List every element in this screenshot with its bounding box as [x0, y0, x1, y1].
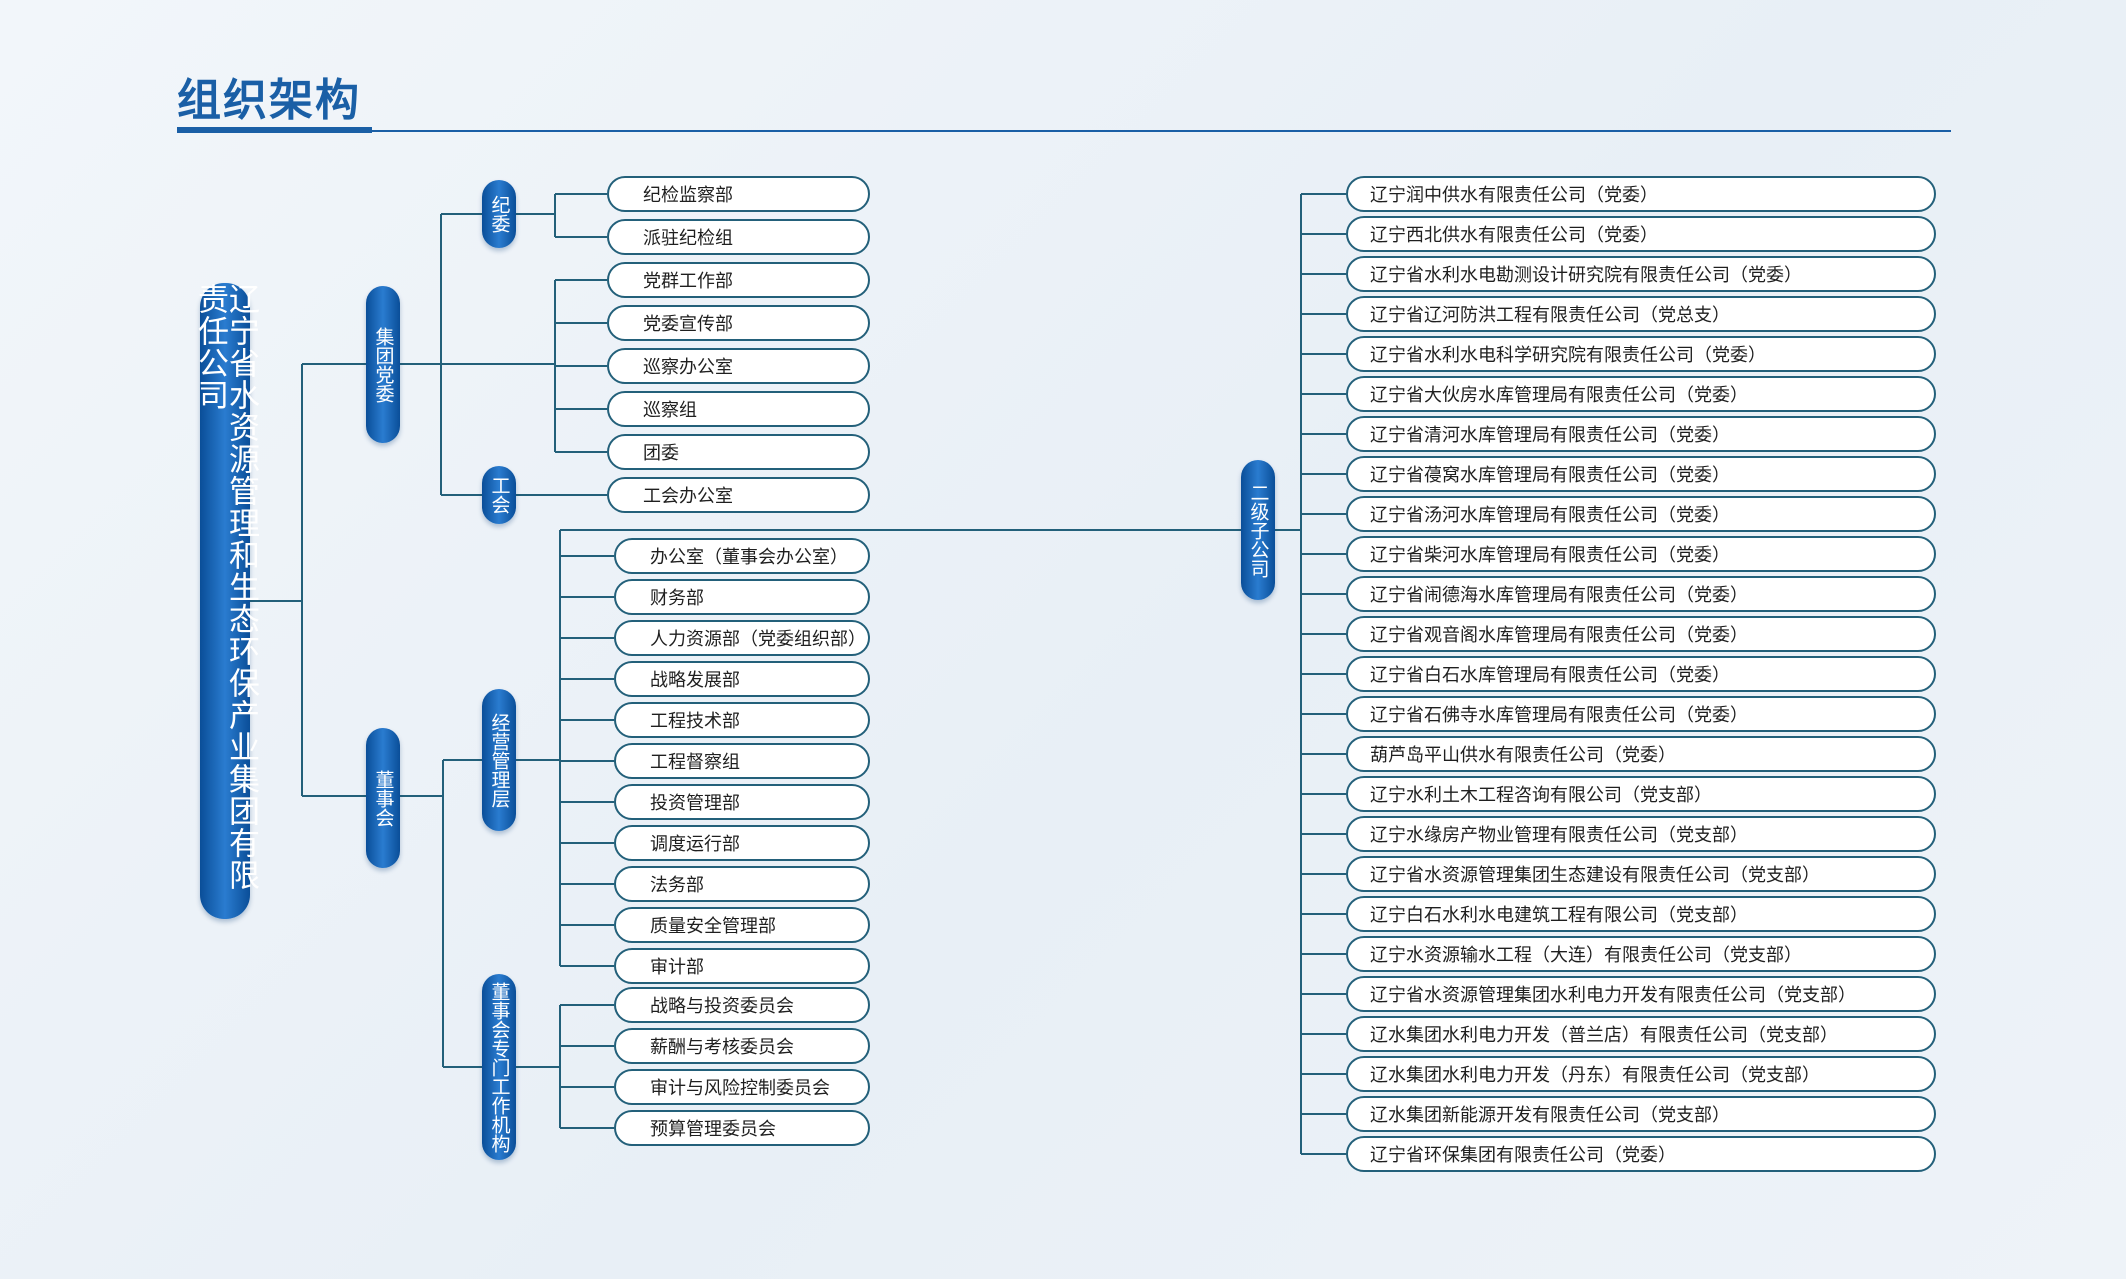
subsidiary-item[interactable]: 辽宁水资源输水工程（大连）有限责任公司（党支部）	[1346, 936, 1936, 972]
subsidiary-item[interactable]: 辽水集团水利电力开发（普兰店）有限责任公司（党支部）	[1346, 1016, 1936, 1052]
subsidiary-item[interactable]: 辽宁省白石水库管理局有限责任公司（党委）	[1346, 656, 1936, 692]
party-committee-node[interactable]: 集团党委	[366, 286, 400, 443]
jingying-item[interactable]: 法务部	[614, 866, 870, 902]
jingying-item[interactable]: 战略发展部	[614, 661, 870, 697]
dangwei-item[interactable]: 巡察组	[607, 391, 870, 427]
title-underline	[177, 130, 1951, 132]
zhuanmen-item[interactable]: 薪酬与考核委员会	[614, 1028, 870, 1064]
subsidiary-item[interactable]: 辽宁省环保集团有限责任公司（党委）	[1346, 1136, 1936, 1172]
jiwei-item[interactable]: 纪检监察部	[607, 176, 870, 212]
discipline-committee-label: 纪委	[488, 195, 511, 233]
subsidiary-item[interactable]: 辽宁润中供水有限责任公司（党委）	[1346, 176, 1936, 212]
subsidiary-item[interactable]: 辽宁西北供水有限责任公司（党委）	[1346, 216, 1936, 252]
dangwei-item[interactable]: 党委宣传部	[607, 305, 870, 341]
subsidiaries-label: 二级子公司	[1247, 482, 1270, 578]
root-company-node[interactable]: 辽宁省水资源管理和生态环保产业集团有限责任公司	[192, 283, 259, 919]
subsidiary-item[interactable]: 辽宁省柴河水库管理局有限责任公司（党委）	[1346, 536, 1936, 572]
party-committee-label: 集团党委	[372, 326, 395, 403]
management-node[interactable]: 经营管理层	[482, 689, 516, 831]
subsidiary-item[interactable]: 辽宁省观音阁水库管理局有限责任公司（党委）	[1346, 616, 1936, 652]
subsidiary-item[interactable]: 辽宁水利土木工程咨询有限公司（党支部）	[1346, 776, 1936, 812]
subsidiary-item[interactable]: 辽宁省闹德海水库管理局有限责任公司（党委）	[1346, 576, 1936, 612]
labor-union-label: 工会	[488, 476, 511, 514]
subsidiary-item[interactable]: 辽宁省辽河防洪工程有限责任公司（党总支）	[1346, 296, 1936, 332]
subsidiary-item[interactable]: 辽宁省水资源管理集团水利电力开发有限责任公司（党支部）	[1346, 976, 1936, 1012]
jingying-item[interactable]: 审计部	[614, 948, 870, 984]
subsidiary-item[interactable]: 辽宁省葠窝水库管理局有限责任公司（党委）	[1346, 456, 1936, 492]
subsidiary-item[interactable]: 辽宁省汤河水库管理局有限责任公司（党委）	[1346, 496, 1936, 532]
discipline-committee-node[interactable]: 纪委	[482, 180, 516, 248]
zhuanmen-item[interactable]: 审计与风险控制委员会	[614, 1069, 870, 1105]
gonghui-item[interactable]: 工会办公室	[607, 477, 870, 513]
subsidiary-item[interactable]: 辽宁白石水利水电建筑工程有限公司（党支部）	[1346, 896, 1936, 932]
subsidiary-item[interactable]: 辽水集团新能源开发有限责任公司（党支部）	[1346, 1096, 1936, 1132]
jingying-item[interactable]: 质量安全管理部	[614, 907, 870, 943]
jingying-item[interactable]: 财务部	[614, 579, 870, 615]
labor-union-node[interactable]: 工会	[482, 466, 516, 524]
title-underline-accent	[177, 127, 372, 133]
subsidiary-item[interactable]: 辽宁省水利水电科学研究院有限责任公司（党委）	[1346, 336, 1936, 372]
board-label: 董事会	[372, 769, 395, 827]
subsidiaries-node[interactable]: 二级子公司	[1241, 460, 1275, 600]
page-title: 组织架构	[177, 75, 361, 126]
subsidiary-item[interactable]: 辽水集团水利电力开发（丹东）有限责任公司（党支部）	[1346, 1056, 1936, 1092]
jingying-item[interactable]: 投资管理部	[614, 784, 870, 820]
root-company-label: 辽宁省水资源管理和生态环保产业集团有限责任公司	[192, 283, 259, 891]
zhuanmen-item[interactable]: 战略与投资委员会	[614, 987, 870, 1023]
subsidiary-item[interactable]: 辽宁省清河水库管理局有限责任公司（党委）	[1346, 416, 1936, 452]
subsidiary-item[interactable]: 辽宁省水利水电勘测设计研究院有限责任公司（党委）	[1346, 256, 1936, 292]
jiwei-item[interactable]: 派驻纪检组	[607, 219, 870, 255]
dangwei-item[interactable]: 巡察办公室	[607, 348, 870, 384]
jingying-item[interactable]: 工程督察组	[614, 743, 870, 779]
board-committees-label: 董事会专门工作机构	[488, 981, 511, 1153]
zhuanmen-item[interactable]: 预算管理委员会	[614, 1110, 870, 1146]
dangwei-item[interactable]: 团委	[607, 434, 870, 470]
management-label: 经营管理层	[488, 712, 511, 808]
subsidiary-item[interactable]: 辽宁省石佛寺水库管理局有限责任公司（党委）	[1346, 696, 1936, 732]
dangwei-item[interactable]: 党群工作部	[607, 262, 870, 298]
jingying-item[interactable]: 工程技术部	[614, 702, 870, 738]
jingying-item[interactable]: 人力资源部（党委组织部）	[614, 620, 870, 656]
subsidiary-item[interactable]: 辽宁省大伙房水库管理局有限责任公司（党委）	[1346, 376, 1936, 412]
subsidiary-item[interactable]: 辽宁省水资源管理集团生态建设有限责任公司（党支部）	[1346, 856, 1936, 892]
board-committees-node[interactable]: 董事会专门工作机构	[482, 974, 516, 1160]
jingying-item[interactable]: 办公室（董事会办公室）	[614, 538, 870, 574]
jingying-item[interactable]: 调度运行部	[614, 825, 870, 861]
subsidiary-item[interactable]: 辽宁水缘房产物业管理有限责任公司（党支部）	[1346, 816, 1936, 852]
subsidiary-item[interactable]: 葫芦岛平山供水有限责任公司（党委）	[1346, 736, 1936, 772]
board-node[interactable]: 董事会	[366, 728, 400, 868]
